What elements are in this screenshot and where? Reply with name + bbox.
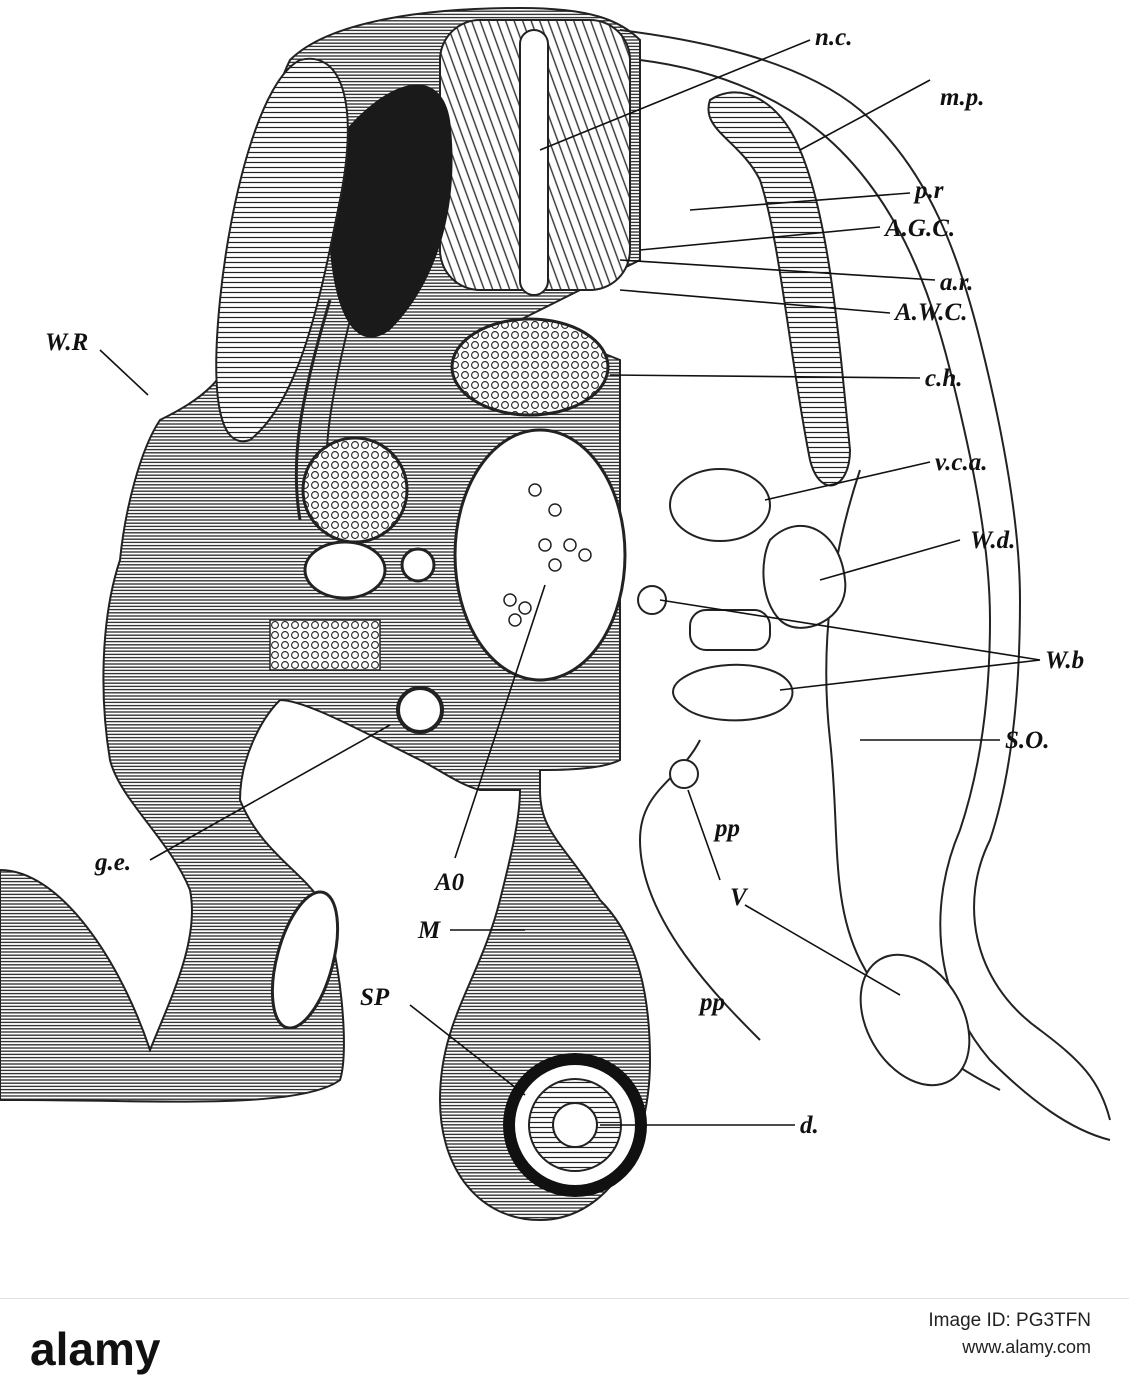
label-sp: SP <box>360 984 390 1011</box>
label-wr: W.R <box>45 329 88 356</box>
image-id-text: Image ID: PG3TFN <box>928 1310 1091 1331</box>
label-pp1: pp <box>713 815 740 842</box>
logo-text: alamy <box>30 1327 161 1375</box>
label-ar: a.r. <box>940 269 973 296</box>
label-vca: v.c.a. <box>935 449 988 476</box>
gut-lumen <box>552 1102 598 1148</box>
label-d: d. <box>800 1112 819 1139</box>
label-ch: c.h. <box>925 365 963 392</box>
label-so: S.O. <box>1005 727 1049 754</box>
label-awc: A.W.C. <box>893 299 967 326</box>
label-pp2: pp <box>698 989 725 1016</box>
label-pr: p.r <box>913 177 944 204</box>
label-m: M <box>417 917 441 944</box>
leader-lines <box>99 39 1041 1126</box>
wolffian-body-right <box>672 663 794 722</box>
spinal-ganglion <box>328 84 453 338</box>
wolffian-body-left <box>269 619 381 671</box>
label-ao: A0 <box>433 869 465 896</box>
label-wd: W.d. <box>970 527 1015 554</box>
vca-outline <box>669 468 771 542</box>
right-outline-inner <box>639 59 1111 1141</box>
hatched-tissue-body <box>0 6 652 1222</box>
cardinal-vein-left <box>301 436 409 544</box>
label-v: V <box>730 884 749 911</box>
embryo-section-figure: n.c. m.p. p.r A.G.C. a.r. A.W.C. c.h. v.… <box>0 6 1111 1222</box>
stock-footer: alamy Image ID: PG3TFN www.alamy.com <box>0 1298 1129 1391</box>
germinal-vessel <box>396 686 444 734</box>
left-cavity <box>270 890 340 1030</box>
label-nc: n.c. <box>815 24 853 51</box>
neural-canal <box>519 29 549 296</box>
alamy-logo: alamy <box>30 1327 220 1375</box>
muscle-plate-right <box>707 91 852 487</box>
label-mp: m.p. <box>940 84 984 111</box>
label-wb: W.b <box>1045 647 1084 674</box>
label-ge: g.e. <box>94 849 131 876</box>
aorta <box>453 428 627 682</box>
right-outline-outer <box>619 29 1111 1121</box>
blood-cells <box>503 483 592 627</box>
figure-labels: n.c. m.p. p.r A.G.C. a.r. A.W.C. c.h. v.… <box>45 24 1084 1139</box>
notochord <box>450 317 610 417</box>
wolffian-duct-left <box>303 540 387 600</box>
stock-url-text: www.alamy.com <box>962 1337 1091 1357</box>
wolffian-duct-right <box>762 524 847 629</box>
label-agc: A.G.C. <box>883 215 955 242</box>
muscle-plate-left <box>215 57 349 443</box>
